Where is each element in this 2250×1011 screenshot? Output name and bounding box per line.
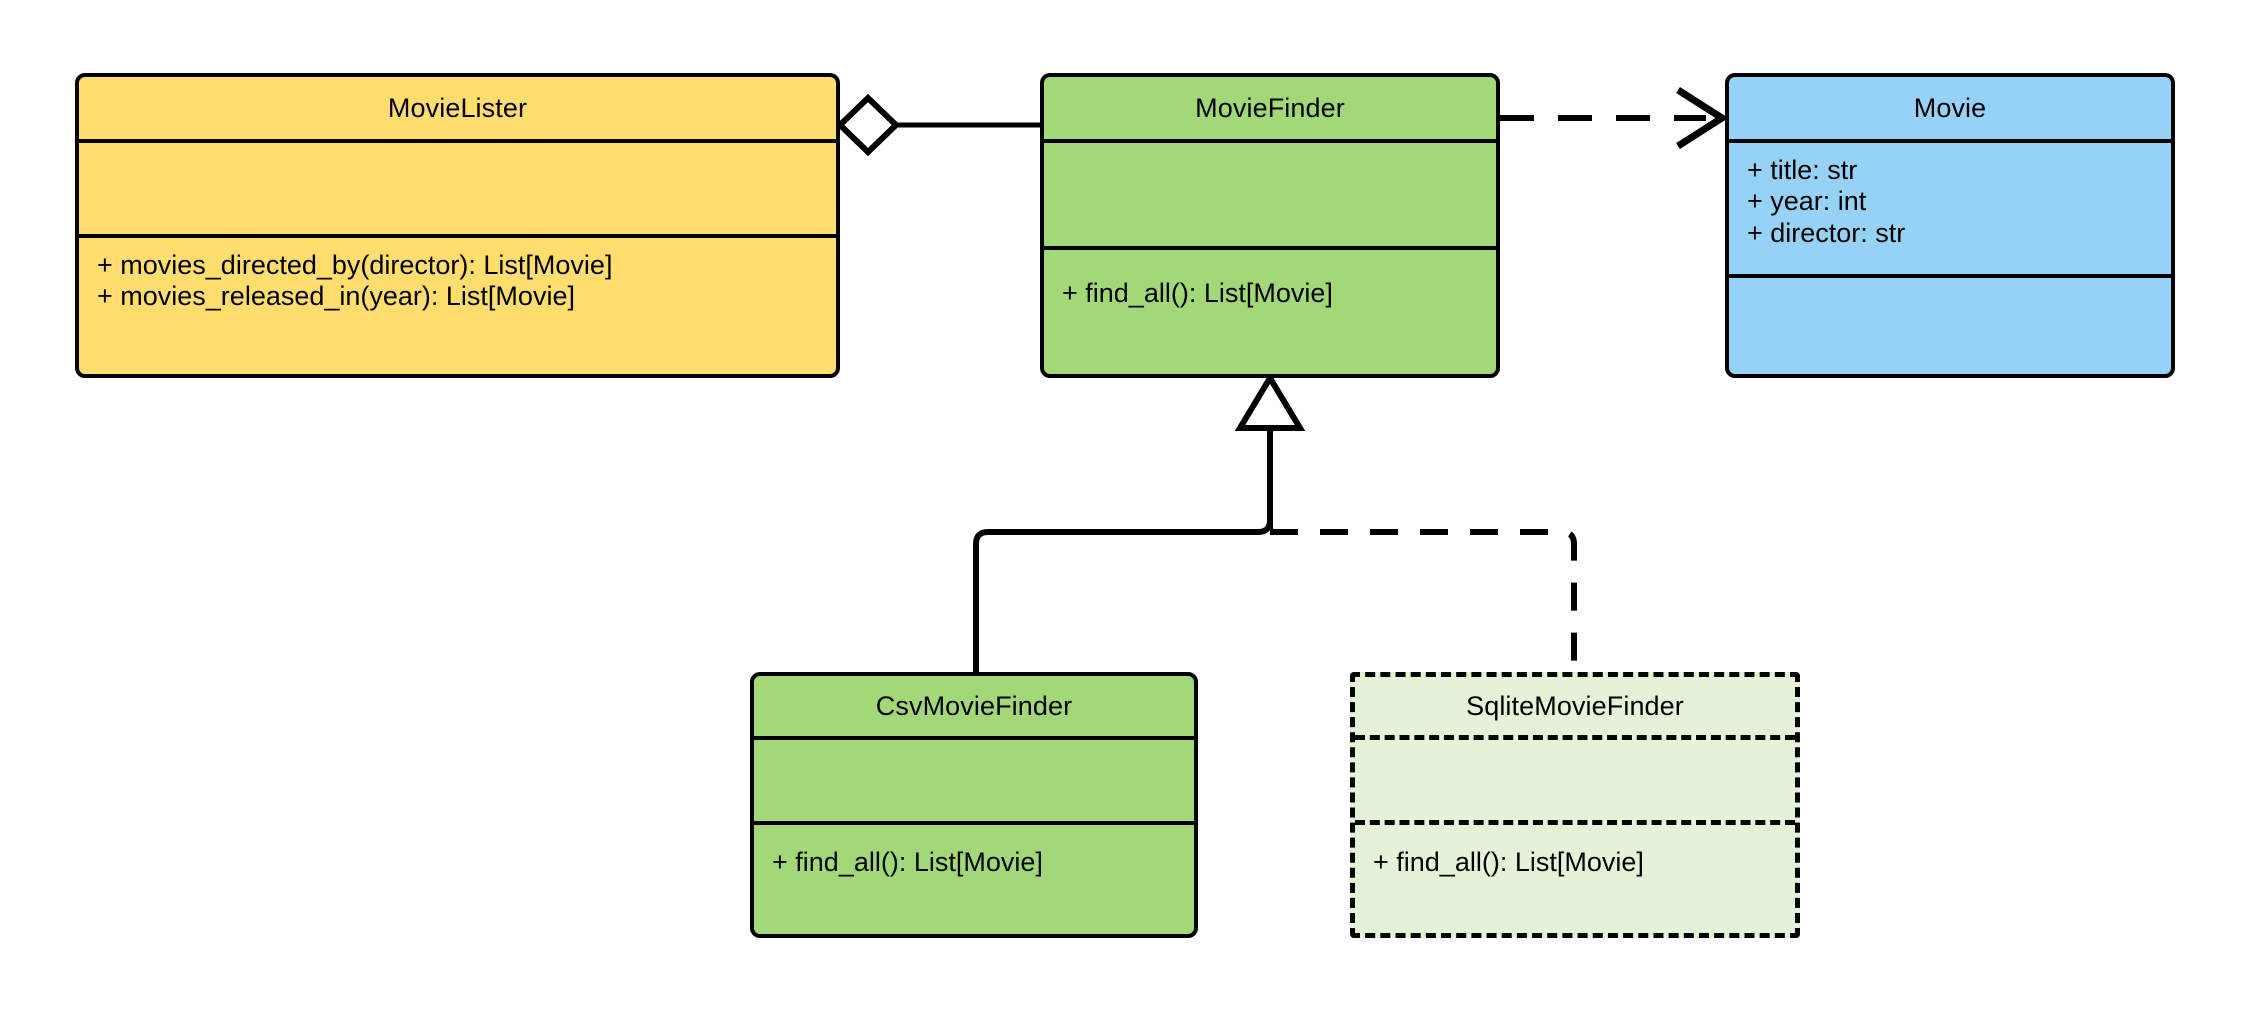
method-item: + find_all(): List[Movie] bbox=[1062, 278, 1333, 308]
class-box-csvmoviefinder[interactable]: CsvMovieFinder + find_all(): List[Movie] bbox=[750, 672, 1198, 938]
class-name-sqlitemoviefinder: SqliteMovieFinder bbox=[1466, 690, 1684, 721]
method-item: + find_all(): List[Movie] bbox=[772, 847, 1043, 877]
edge-aggregation-movielister-moviefinder[interactable] bbox=[835, 93, 1040, 157]
hollow-diamond-icon bbox=[835, 93, 901, 157]
attributes-compartment-movielister bbox=[79, 139, 836, 234]
class-box-movie[interactable]: Movie + title: str + year: int + directo… bbox=[1725, 73, 2175, 378]
methods-compartment-csvmoviefinder: + find_all(): List[Movie] bbox=[754, 821, 1194, 934]
edge-generalization-csvmoviefinder[interactable] bbox=[973, 519, 1273, 672]
class-box-moviefinder[interactable]: MovieFinder + find_all(): List[Movie] bbox=[1040, 73, 1500, 378]
attribute-item: + director: str bbox=[1747, 217, 1906, 248]
generalization-branch-csv bbox=[973, 519, 1273, 672]
method-item: + find_all(): List[Movie] bbox=[1373, 847, 1644, 877]
attributes-compartment-sqlitemoviefinder bbox=[1355, 735, 1795, 820]
generalization-branch-sqlite bbox=[1270, 529, 1577, 672]
open-arrow-icon bbox=[1676, 87, 1729, 149]
attribute-item: + title: str bbox=[1747, 155, 1858, 185]
edge-dependency-moviefinder-movie[interactable] bbox=[1500, 87, 1729, 149]
hollow-triangle-icon bbox=[1234, 372, 1306, 431]
methods-compartment-moviefinder: + find_all(): List[Movie] bbox=[1044, 246, 1496, 374]
attribute-item: + year: int bbox=[1747, 186, 1867, 217]
class-name-movie: Movie bbox=[1913, 92, 1987, 123]
method-item: + movies_directed_by(director): List[Mov… bbox=[97, 250, 613, 280]
methods-compartment-movielister: + movies_directed_by(director): List[Mov… bbox=[79, 234, 836, 374]
class-name-movielister: MovieLister bbox=[387, 92, 528, 123]
methods-compartment-movie bbox=[1729, 274, 2171, 374]
methods-compartment-sqlitemoviefinder: + find_all(): List[Movie] bbox=[1355, 820, 1795, 933]
attributes-compartment-movie: + title: str + year: int + director: str bbox=[1729, 139, 2171, 274]
attributes-compartment-moviefinder bbox=[1044, 139, 1496, 246]
class-box-sqlitemoviefinder[interactable]: SqliteMovieFinder + find_all(): List[Mov… bbox=[1350, 672, 1800, 938]
edge-generalization-sqlitemoviefinder[interactable] bbox=[1270, 529, 1577, 672]
method-item: + movies_released_in(year): List[Movie] bbox=[97, 281, 575, 312]
class-box-movielister[interactable]: MovieLister + movies_directed_by(directo… bbox=[75, 73, 840, 378]
class-name-moviefinder: MovieFinder bbox=[1195, 92, 1345, 123]
attributes-compartment-csvmoviefinder bbox=[754, 736, 1194, 821]
class-name-csvmoviefinder: CsvMovieFinder bbox=[875, 690, 1073, 721]
edge-generalization-triangle[interactable] bbox=[1234, 372, 1306, 530]
